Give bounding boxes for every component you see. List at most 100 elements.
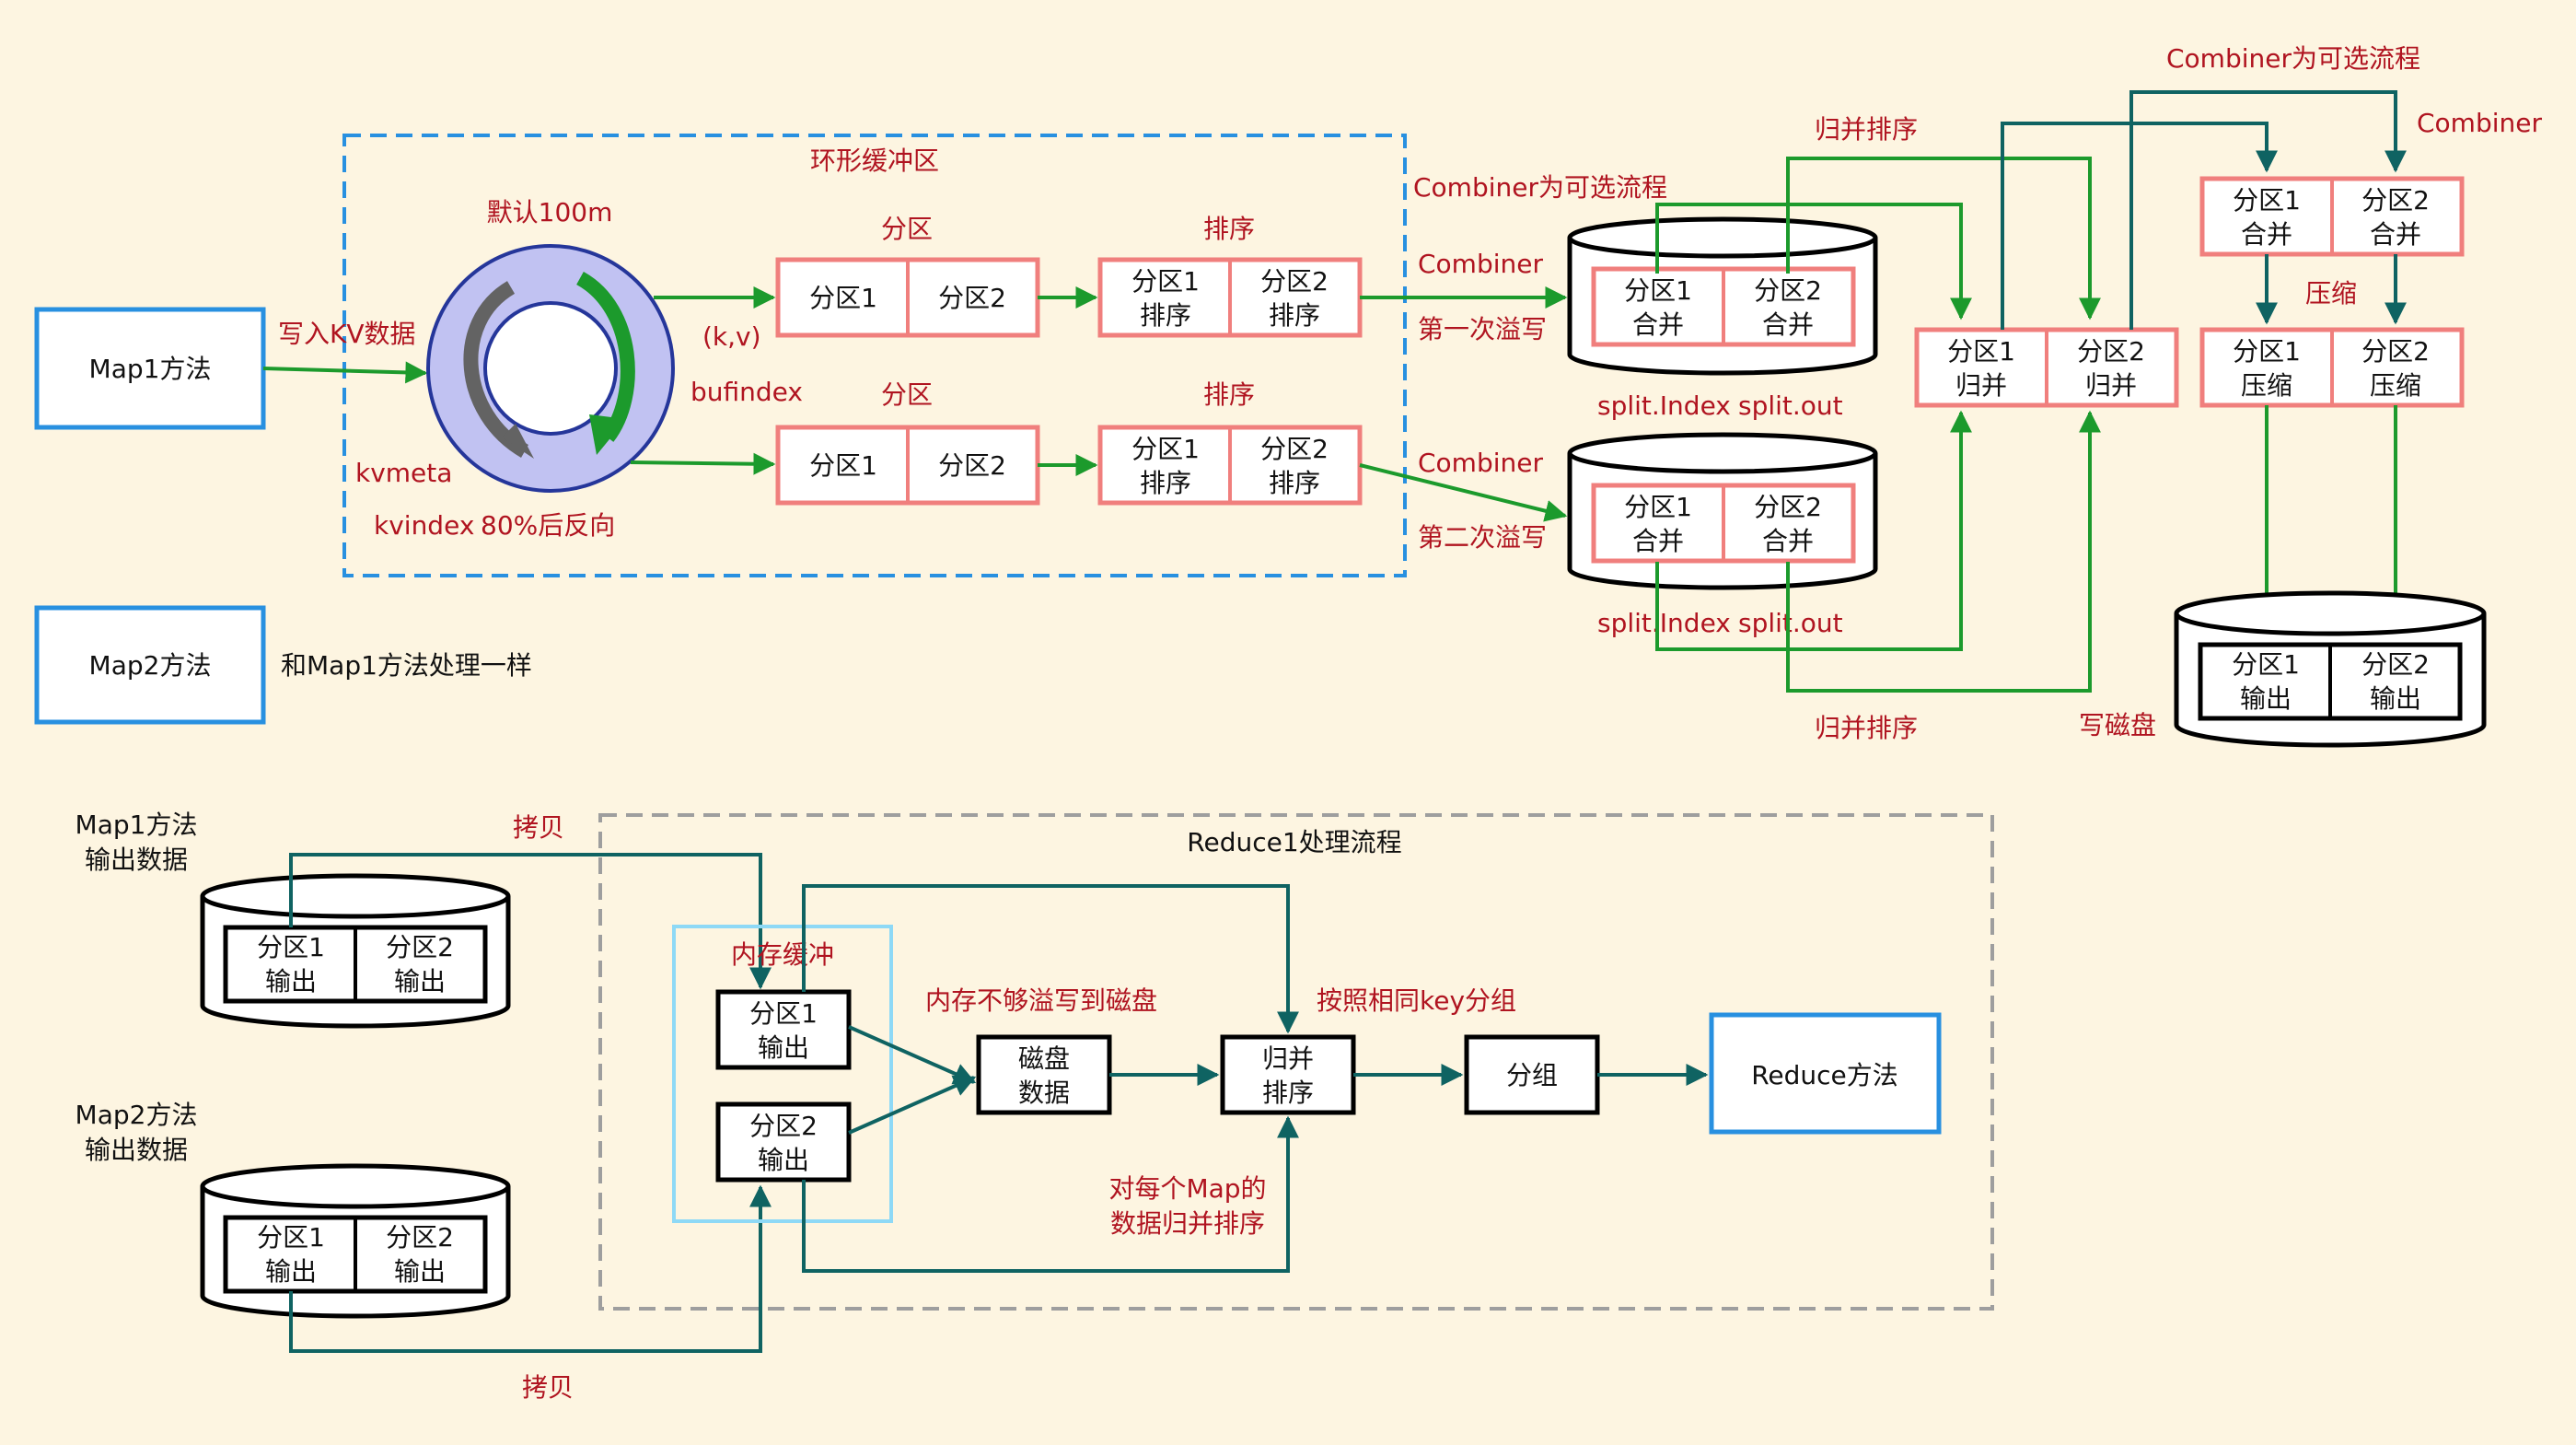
sort-group-1: 分区1 排序 分区2 排序 <box>1097 257 1363 338</box>
svg-text:排序: 排序 <box>1140 300 1191 331</box>
svg-text:归并: 归并 <box>1262 1043 1314 1074</box>
reduce-partition2-box: 分区2 输出 <box>715 1101 852 1183</box>
map-output-disk: 分区1 输出 分区2 输出 <box>2174 590 2487 748</box>
combiner-label-1: Combiner <box>1418 249 1543 279</box>
svg-text:分区1: 分区1 <box>1947 336 2015 367</box>
svg-text:分区2: 分区2 <box>749 1111 818 1141</box>
svg-text:分区2: 分区2 <box>1260 266 1329 297</box>
svg-text:Reduce方法: Reduce方法 <box>1751 1060 1898 1090</box>
svg-text:分区2: 分区2 <box>2077 336 2145 367</box>
svg-text:排序: 排序 <box>1140 468 1191 498</box>
merged-partitions: 分区1 归并 分区2 归并 <box>1914 327 2179 408</box>
split-index-label-2: split.Index <box>1597 608 1731 638</box>
svg-text:合并: 合并 <box>2241 219 2292 250</box>
combined-partitions: 分区1 合并 分区2 合并 <box>2199 176 2465 257</box>
kvindex-label: kvindex <box>374 510 474 541</box>
partition-label-2: 分区 <box>881 379 933 410</box>
map2-output-label-2: 输出数据 <box>85 1135 188 1165</box>
split-index-label-1: split.Index <box>1597 390 1731 421</box>
svg-text:分区2: 分区2 <box>2361 185 2430 216</box>
group-by-key-label: 按照相同key分组 <box>1317 985 1516 1016</box>
bufindex-label: bufindex <box>690 377 803 407</box>
svg-text:排序: 排序 <box>1269 468 1320 498</box>
sort-label-2: 排序 <box>1203 379 1255 410</box>
svg-text:输出: 输出 <box>758 1145 809 1175</box>
mem-spill-label: 内存不够溢写到磁盘 <box>925 985 1157 1016</box>
svg-text:数据: 数据 <box>1018 1078 1070 1108</box>
reduce-region <box>598 813 1994 1311</box>
svg-text:分区2: 分区2 <box>1754 275 1822 306</box>
first-spill-label: 第一次溢写 <box>1418 314 1547 344</box>
svg-text:输出: 输出 <box>265 966 317 996</box>
combiner-optional-label-2: Combiner为可选流程 <box>2166 43 2420 74</box>
svg-text:分区1: 分区1 <box>2233 185 2301 216</box>
combiner-optional-label-1: Combiner为可选流程 <box>1413 172 1667 203</box>
svg-text:分区2: 分区2 <box>1260 434 1329 464</box>
map2-output-label: Map2方法 <box>75 1100 198 1130</box>
group-box: 分组 <box>1464 1034 1600 1115</box>
write-kv-label: 写入KV数据 <box>278 319 416 349</box>
map1-output-disk: 分区1 输出 分区2 输出 <box>200 873 511 1029</box>
reduce-method-box: Reduce方法 <box>1709 1012 1942 1135</box>
svg-text:分区1: 分区1 <box>1131 434 1200 464</box>
svg-text:分区1: 分区1 <box>749 998 818 1029</box>
svg-text:归并: 归并 <box>2085 370 2137 401</box>
partition1-cell: 分区1 <box>809 283 877 313</box>
svg-text:分区1: 分区1 <box>2233 336 2301 367</box>
ring-buffer-title: 环形缓冲区 <box>810 146 939 176</box>
kv-label: (k,v) <box>702 321 761 352</box>
reverse-label: 80%后反向 <box>481 510 615 541</box>
map2-label: Map2方法 <box>89 650 212 681</box>
copy-label-top: 拷贝 <box>513 812 564 843</box>
map1-output-label-2: 输出数据 <box>85 845 188 875</box>
partition2-cell: 分区2 <box>938 283 1006 313</box>
svg-text:分区2: 分区2 <box>386 932 454 962</box>
svg-text:合并: 合并 <box>2370 219 2421 250</box>
merge-sort-label-bottom: 归并排序 <box>1815 713 1918 743</box>
memory-buffer-label: 内存缓冲 <box>731 939 834 970</box>
reduce-partition1-box: 分区1 输出 <box>715 989 852 1070</box>
sort-group-2: 分区1 排序 分区2 排序 <box>1097 425 1363 506</box>
svg-text:输出: 输出 <box>2370 683 2421 714</box>
map2-output-disk: 分区1 输出 分区2 输出 <box>200 1163 511 1319</box>
svg-text:合并: 合并 <box>1632 309 1684 340</box>
svg-text:输出: 输出 <box>394 1256 446 1287</box>
svg-text:输出: 输出 <box>394 966 446 996</box>
svg-text:排序: 排序 <box>1262 1078 1314 1108</box>
svg-text:磁盘: 磁盘 <box>1018 1043 1070 1074</box>
compress-label: 压缩 <box>2305 278 2357 309</box>
default-size-label: 默认100m <box>487 197 613 227</box>
combiner-label-3: Combiner <box>2417 108 2542 138</box>
svg-text:分区1: 分区1 <box>257 932 325 962</box>
spill-disk-2: 分区1 合并 分区2 合并 <box>1567 432 1878 590</box>
split-out-label-1: split.out <box>1738 390 1843 421</box>
svg-text:分区1: 分区1 <box>1624 275 1692 306</box>
svg-text:输出: 输出 <box>2240 683 2292 714</box>
partition-group-2: 分区1 分区2 <box>775 425 1040 506</box>
svg-text:分区1: 分区1 <box>1624 492 1692 522</box>
svg-text:排序: 排序 <box>1269 300 1320 331</box>
compressed-partitions: 分区1 压缩 分区2 压缩 <box>2199 327 2465 408</box>
merge-sort-box: 归并 排序 <box>1220 1034 1356 1115</box>
svg-text:分区2: 分区2 <box>2361 649 2430 680</box>
svg-text:合并: 合并 <box>1762 526 1814 556</box>
svg-text:分区2: 分区2 <box>938 450 1006 481</box>
disk-data-box: 磁盘 数据 <box>976 1034 1112 1115</box>
svg-text:压缩: 压缩 <box>2370 370 2421 401</box>
memory-buffer-box <box>672 925 893 1223</box>
map1-box <box>34 307 266 430</box>
map1-output-label: Map1方法 <box>75 810 198 840</box>
partition-label-1: 分区 <box>881 214 933 244</box>
svg-text:分区1: 分区1 <box>2232 649 2300 680</box>
ring-buffer-region <box>342 134 1407 577</box>
svg-text:压缩: 压缩 <box>2241 370 2292 401</box>
per-map-sort-label-2: 数据归并排序 <box>1110 1208 1265 1239</box>
write-disk-label: 写磁盘 <box>2079 710 2156 740</box>
kvmeta-label: kvmeta <box>355 458 452 488</box>
svg-text:归并: 归并 <box>1955 370 2007 401</box>
svg-text:分区2: 分区2 <box>386 1222 454 1253</box>
split-out-label-2: split.out <box>1738 608 1843 638</box>
map2-box <box>34 605 266 725</box>
svg-text:输出: 输出 <box>758 1032 809 1063</box>
